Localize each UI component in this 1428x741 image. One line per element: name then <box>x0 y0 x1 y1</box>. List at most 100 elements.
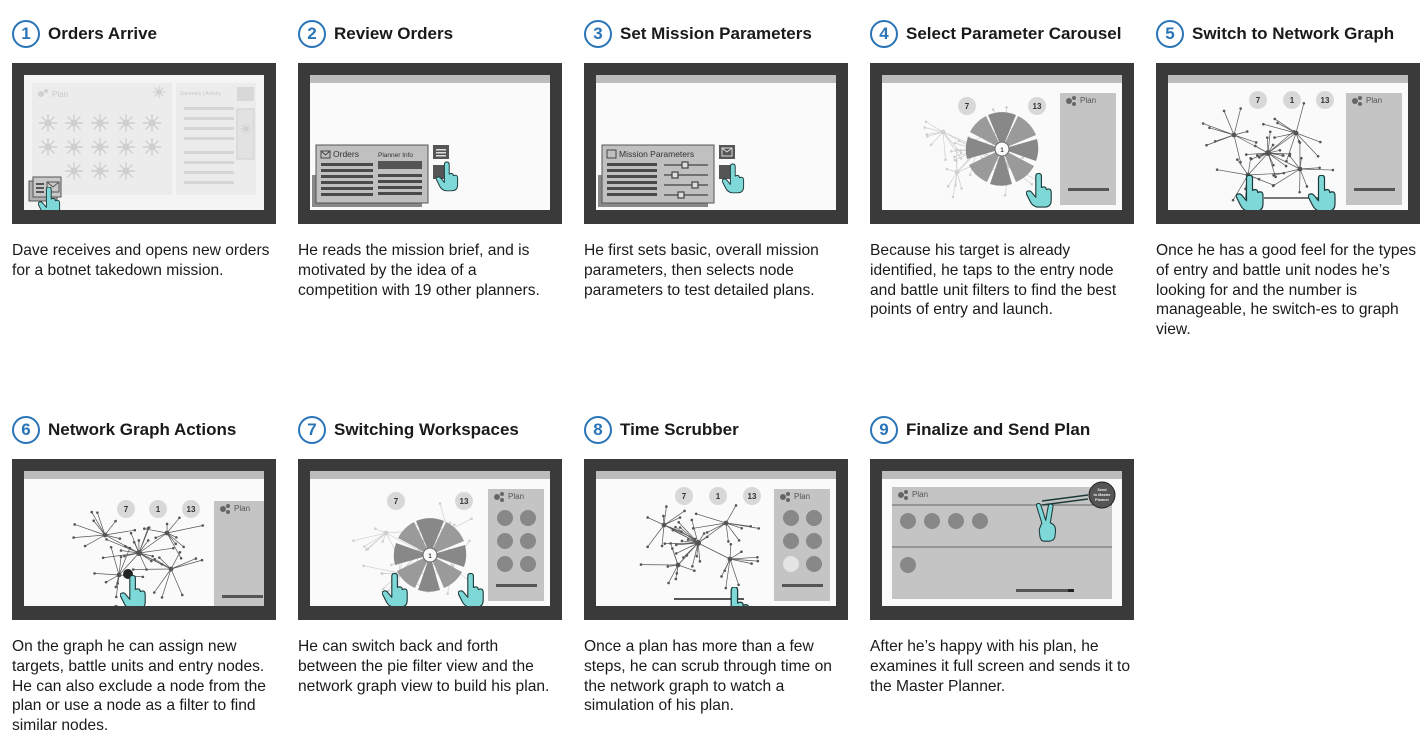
planner-info-label: Planner Info <box>378 152 413 159</box>
count-badge <box>1283 91 1301 109</box>
side-panel-label: Summary | Activity <box>180 91 222 97</box>
pointing-hand-icon <box>120 575 146 606</box>
count-badge <box>743 487 761 505</box>
step-number-badge: 1 <box>12 20 40 48</box>
count-badge <box>1028 97 1046 115</box>
storyboard-frame: Mission Parameters <box>584 63 848 224</box>
step-header: 9 Finalize and Send Plan <box>870 415 1135 445</box>
step-description: He can switch back and forth between the… <box>298 638 550 695</box>
step-number-badge: 9 <box>870 416 898 444</box>
parameter-carousel-pie[interactable] <box>393 518 467 592</box>
step-4: 4 Select Parameter Carousel 7 13 <box>870 19 1135 318</box>
step-number-badge: 8 <box>584 416 612 444</box>
step-description: Because his target is already identified… <box>870 242 1117 319</box>
step-title: Switch to Network Graph <box>1192 24 1395 43</box>
tablet-screen: 7 1 13 Plan <box>24 471 264 606</box>
plan-label: Plan <box>234 504 250 513</box>
step-description: He reads the mission brief, and is motiv… <box>298 242 540 299</box>
tablet-screen: Plan Send to Master Planner <box>882 471 1122 606</box>
tablet-screen: 7 1 13 Plan <box>1168 75 1408 210</box>
hand-right-icon <box>1308 175 1336 210</box>
count-badge <box>958 97 976 115</box>
plan-label: Plan <box>912 490 928 499</box>
count-badge <box>709 487 727 505</box>
pointing-hand-icon <box>1026 173 1052 208</box>
count-badge <box>675 487 693 505</box>
step-8: 8 Time Scrubber 7 1 13 Plan <box>584 415 849 714</box>
step-number-badge: 3 <box>584 20 612 48</box>
step-title: Orders Arrive <box>48 24 157 43</box>
step-header: 3 Set Mission Parameters <box>584 19 849 49</box>
tablet-screen: 7 13 1 Plan <box>882 75 1122 210</box>
step-description: On the graph he can assign new targets, … <box>12 638 266 735</box>
storyboard-frame: 7 1 13 Plan <box>584 459 848 620</box>
step-1: 1 Orders Arrive Plan <box>12 19 277 279</box>
storyboard-frame: 7 1 13 Plan <box>12 459 276 620</box>
count-badge-label: 13 <box>460 497 469 506</box>
send-to-master-planner-button[interactable] <box>1088 481 1116 509</box>
step-number-badge: 4 <box>870 20 898 48</box>
step-5: 5 Switch to Network Graph 7 1 13 Plan <box>1156 19 1421 338</box>
plan-panel <box>1346 93 1402 205</box>
mission-parameters-label: Mission Parameters <box>619 149 694 159</box>
step-number-badge: 2 <box>298 20 326 48</box>
carousel-center-label: 1 <box>428 554 432 560</box>
hand-right-icon <box>458 573 484 606</box>
step-description: Once a plan has more than a few steps, h… <box>584 638 832 715</box>
storyboard-frame: Orders Planner Info <box>298 63 562 224</box>
count-badge <box>1249 91 1267 109</box>
storyboard-frame: 7 13 1 Plan <box>870 63 1134 224</box>
network-graph[interactable] <box>1201 102 1335 206</box>
send-button-label-line2: to Master <box>1094 493 1111 497</box>
count-badge-label: 7 <box>965 102 970 111</box>
step-header: 5 Switch to Network Graph <box>1156 19 1421 49</box>
count-badge-label: 7 <box>124 505 129 514</box>
step-3: 3 Set Mission Parameters Mission Paramet… <box>584 19 849 299</box>
orders-label: Orders <box>333 149 359 159</box>
step-title: Switching Workspaces <box>334 420 519 439</box>
step-number-badge: 7 <box>298 416 326 444</box>
send-button-label-line1: Send <box>1097 488 1107 492</box>
step-title: Set Mission Parameters <box>620 24 812 43</box>
plan-label: Plan <box>52 90 68 99</box>
step-title: Finalize and Send Plan <box>906 420 1091 439</box>
step-2: 2 Review Orders Orders Planner Info <box>298 19 563 299</box>
count-badge <box>1316 91 1334 109</box>
tablet-screen: 7 13 1 Plan <box>310 471 550 606</box>
step-header: 1 Orders Arrive <box>12 19 277 49</box>
network-graph[interactable] <box>72 510 205 599</box>
step-title: Select Parameter Carousel <box>906 24 1122 43</box>
count-badge-label: 1 <box>716 492 721 501</box>
pointing-hand-icon <box>720 587 750 606</box>
send-button-label-line3: Planner <box>1095 498 1109 502</box>
step-description: Dave receives and opens new orders for a… <box>12 242 270 279</box>
step-title: Time Scrubber <box>620 420 739 439</box>
parameter-carousel-pie[interactable] <box>965 112 1039 186</box>
count-badge <box>182 500 200 518</box>
step-header: 8 Time Scrubber <box>584 415 849 445</box>
step-7: 7 Switching Workspaces 7 13 <box>298 415 563 695</box>
step-header: 6 Network Graph Actions <box>12 415 277 445</box>
step-header: 7 Switching Workspaces <box>298 415 563 445</box>
plan-step-circles <box>783 510 822 572</box>
count-badge-label: 13 <box>187 505 196 514</box>
step-description: Once he has a good feel for the types of… <box>1156 242 1417 339</box>
carousel-center-label: 1 <box>1000 148 1004 154</box>
parameter-sliders <box>664 161 708 199</box>
tablet-screen: Plan Summary | Activity <box>24 75 264 210</box>
plan-label: Plan <box>794 492 810 501</box>
step-number-badge: 6 <box>12 416 40 444</box>
count-badge-label: 1 <box>156 505 161 514</box>
count-badge <box>387 492 405 510</box>
plan-fullscreen-panel <box>892 487 1112 599</box>
step-description: He first sets basic, overall mission par… <box>584 242 819 299</box>
step-header: 2 Review Orders <box>298 19 563 49</box>
plan-step-circles <box>900 513 988 573</box>
tablet-screen: 7 1 13 Plan <box>596 471 836 606</box>
network-graph[interactable] <box>639 504 760 590</box>
count-badge <box>117 500 135 518</box>
count-badge <box>149 500 167 518</box>
tablet-screen: Orders Planner Info <box>310 75 550 210</box>
count-badge-label: 7 <box>394 497 399 506</box>
tablet-screen: Mission Parameters <box>596 75 836 210</box>
